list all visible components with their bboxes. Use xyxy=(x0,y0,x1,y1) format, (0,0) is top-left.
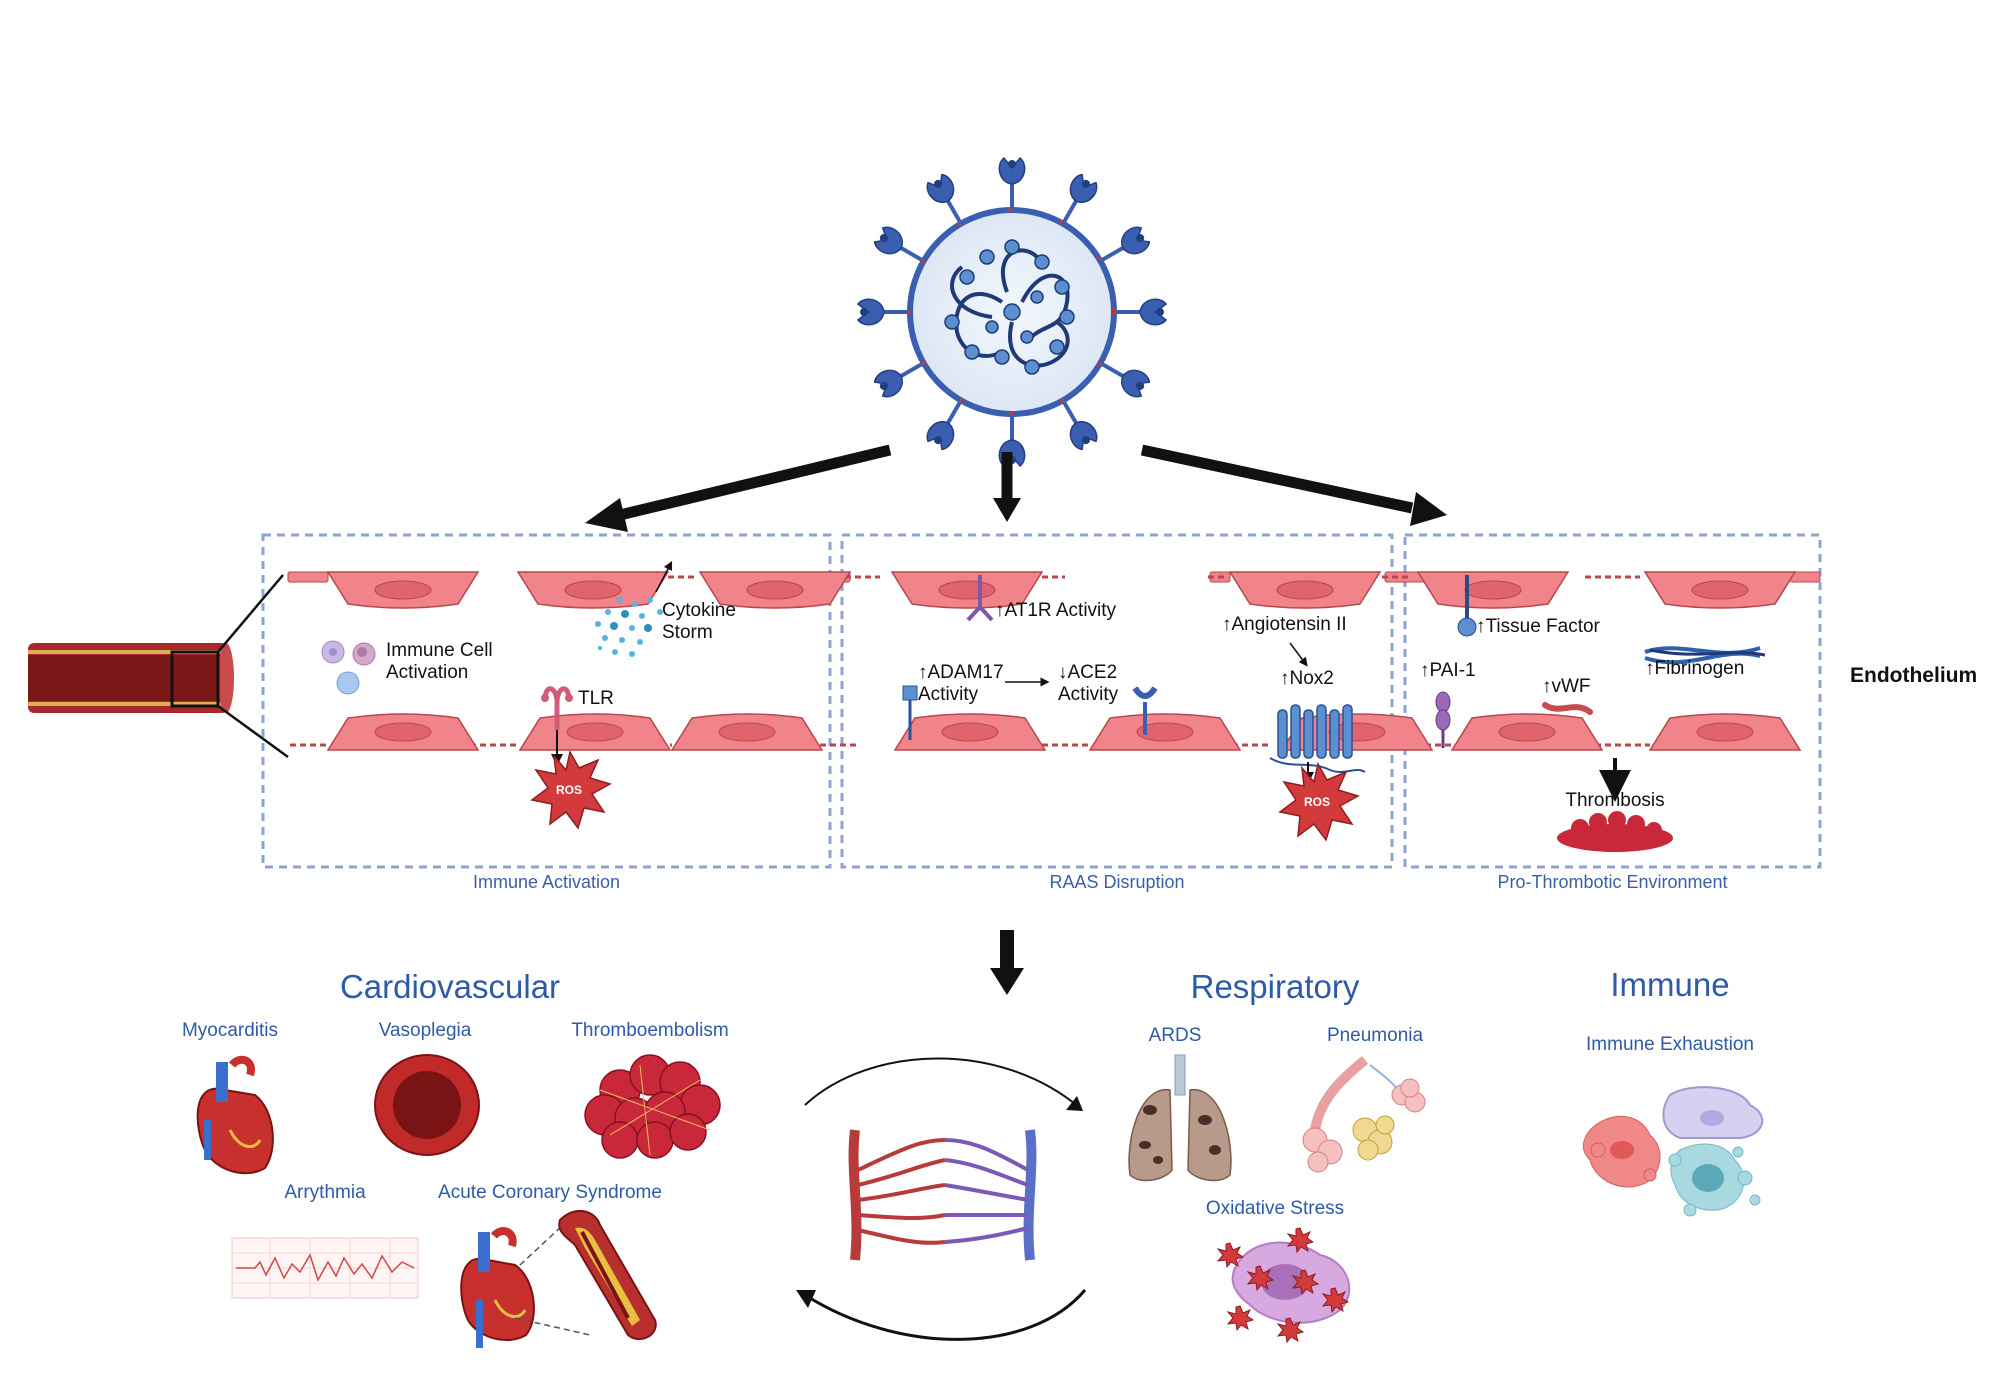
panel-label-prothrombotic: Pro-Thrombotic Environment xyxy=(1497,872,1728,892)
fibrinogen-label: ↑Fibrinogen xyxy=(1645,658,1745,679)
tlr-receptor-icon xyxy=(541,686,573,766)
endothelium-top-row xyxy=(287,571,1821,609)
heart-myocarditis-icon xyxy=(196,1055,274,1175)
vwf-icon xyxy=(1542,702,1593,715)
immune-cells-icon xyxy=(321,640,376,695)
panel-immune-activation xyxy=(261,533,832,869)
angiotensin-text: Angiotensin II xyxy=(1231,614,1347,635)
ace2-receptor-icon xyxy=(1132,686,1158,735)
fibrinogen-text: Fibrinogen xyxy=(1654,658,1745,679)
vasoplegia-label: Vasoplegia xyxy=(378,1020,472,1041)
panel-prothrombotic xyxy=(1403,533,1822,869)
fibrinogen-icon xyxy=(1644,646,1766,665)
angiotensin-arrow xyxy=(1289,642,1308,667)
rbc-vasoplegia-icon xyxy=(374,1054,480,1156)
pai1-label: ↑PAI-1 xyxy=(1420,660,1476,681)
oxidative-stress-icon xyxy=(1217,1227,1351,1343)
adam17-icon xyxy=(902,685,918,740)
cytokine-up-arrow xyxy=(655,561,673,593)
immune-exhaustion-label: Immune Exhaustion xyxy=(1586,1034,1754,1055)
oxidative-stress-label: Oxidative Stress xyxy=(1205,1198,1345,1219)
angiotensin-label: ↑Angiotensin II xyxy=(1222,614,1347,635)
respiratory-title: Respiratory xyxy=(1190,968,1360,1005)
virus-illustration xyxy=(856,156,1168,468)
down-arrow-outcomes xyxy=(990,930,1024,995)
arrythmia-ecg-icon xyxy=(231,1237,419,1299)
vwf-label: ↑vWF xyxy=(1542,676,1591,697)
cytokine-storm-label: Cytokine Storm xyxy=(662,600,736,643)
cytokine-storm-icon xyxy=(595,597,663,657)
nox2-text: Nox2 xyxy=(1289,668,1334,689)
thromboembolism-icon xyxy=(584,1054,721,1159)
panel-raas-disruption xyxy=(840,533,1394,869)
nox2-label: ↑Nox2 xyxy=(1280,668,1334,689)
tissue-factor-icon xyxy=(1457,575,1477,637)
ards-label: ARDS xyxy=(1148,1025,1202,1046)
tlr-label: TLR xyxy=(578,688,614,709)
ace2-text: ACE2 Activity xyxy=(1058,662,1119,705)
immune-cell-activation-label: Immune Cell Activation xyxy=(386,640,493,683)
immune-title: Immune xyxy=(1610,966,1730,1003)
at1r-label: ↑AT1R Activity xyxy=(995,600,1117,621)
pai1-icon xyxy=(1435,691,1451,748)
ace2-label: ↓ACE2 Activity xyxy=(1058,662,1119,705)
pai1-text: PAI-1 xyxy=(1429,660,1476,681)
ros-label-immune: ROS xyxy=(556,783,583,797)
endothelium-label: Endothelium xyxy=(1850,664,1978,687)
tissue-factor-label: ↑Tissue Factor xyxy=(1476,616,1600,637)
panel-label-raas-disruption: RAAS Disruption xyxy=(1049,872,1185,892)
acute-coronary-syndrome-label: Acute Coronary Syndrome xyxy=(438,1182,662,1203)
nox2-complex-icon xyxy=(1269,704,1366,784)
alveoli-pneumonia-icon xyxy=(1302,1056,1426,1173)
pneumonia-label: Pneumonia xyxy=(1326,1025,1424,1046)
adam17-label: ↑ADAM17 Activity xyxy=(918,662,1004,705)
thrombus-icon xyxy=(1557,811,1673,852)
acs-zoom-lines xyxy=(514,1224,591,1336)
immune-exhaustion-icon xyxy=(1582,1086,1764,1217)
capillary-bed-icon xyxy=(848,1129,1037,1261)
blood-vessel-icon xyxy=(28,574,289,759)
endothelium-bottom-row xyxy=(290,713,1801,751)
at1r-receptor-icon xyxy=(966,575,994,622)
artery-plaque-icon xyxy=(558,1210,657,1340)
circulation-cycle xyxy=(796,1057,1087,1341)
lungs-ards-icon xyxy=(1128,1054,1232,1182)
panel-label-immune-activation: Immune Activation xyxy=(472,872,621,892)
thromboembolism-label: Thromboembolism xyxy=(571,1020,729,1041)
virus-arrows xyxy=(585,444,1447,532)
ros-label-raas: ROS xyxy=(1304,795,1331,809)
heart-acs-icon xyxy=(460,1227,535,1348)
arrythmia-label: Arrythmia xyxy=(284,1182,366,1203)
thrombosis-label: Thrombosis xyxy=(1565,790,1665,811)
myocarditis-label: Myocarditis xyxy=(181,1020,279,1041)
at1r-text: AT1R Activity xyxy=(1004,600,1117,621)
tissue-factor-text: Tissue Factor xyxy=(1485,616,1600,637)
vwf-text: vWF xyxy=(1551,676,1591,697)
cardiovascular-title: Cardiovascular xyxy=(339,968,561,1005)
adam17-text: ADAM17 Activity xyxy=(918,662,1004,705)
panel-boxes xyxy=(261,533,1822,869)
